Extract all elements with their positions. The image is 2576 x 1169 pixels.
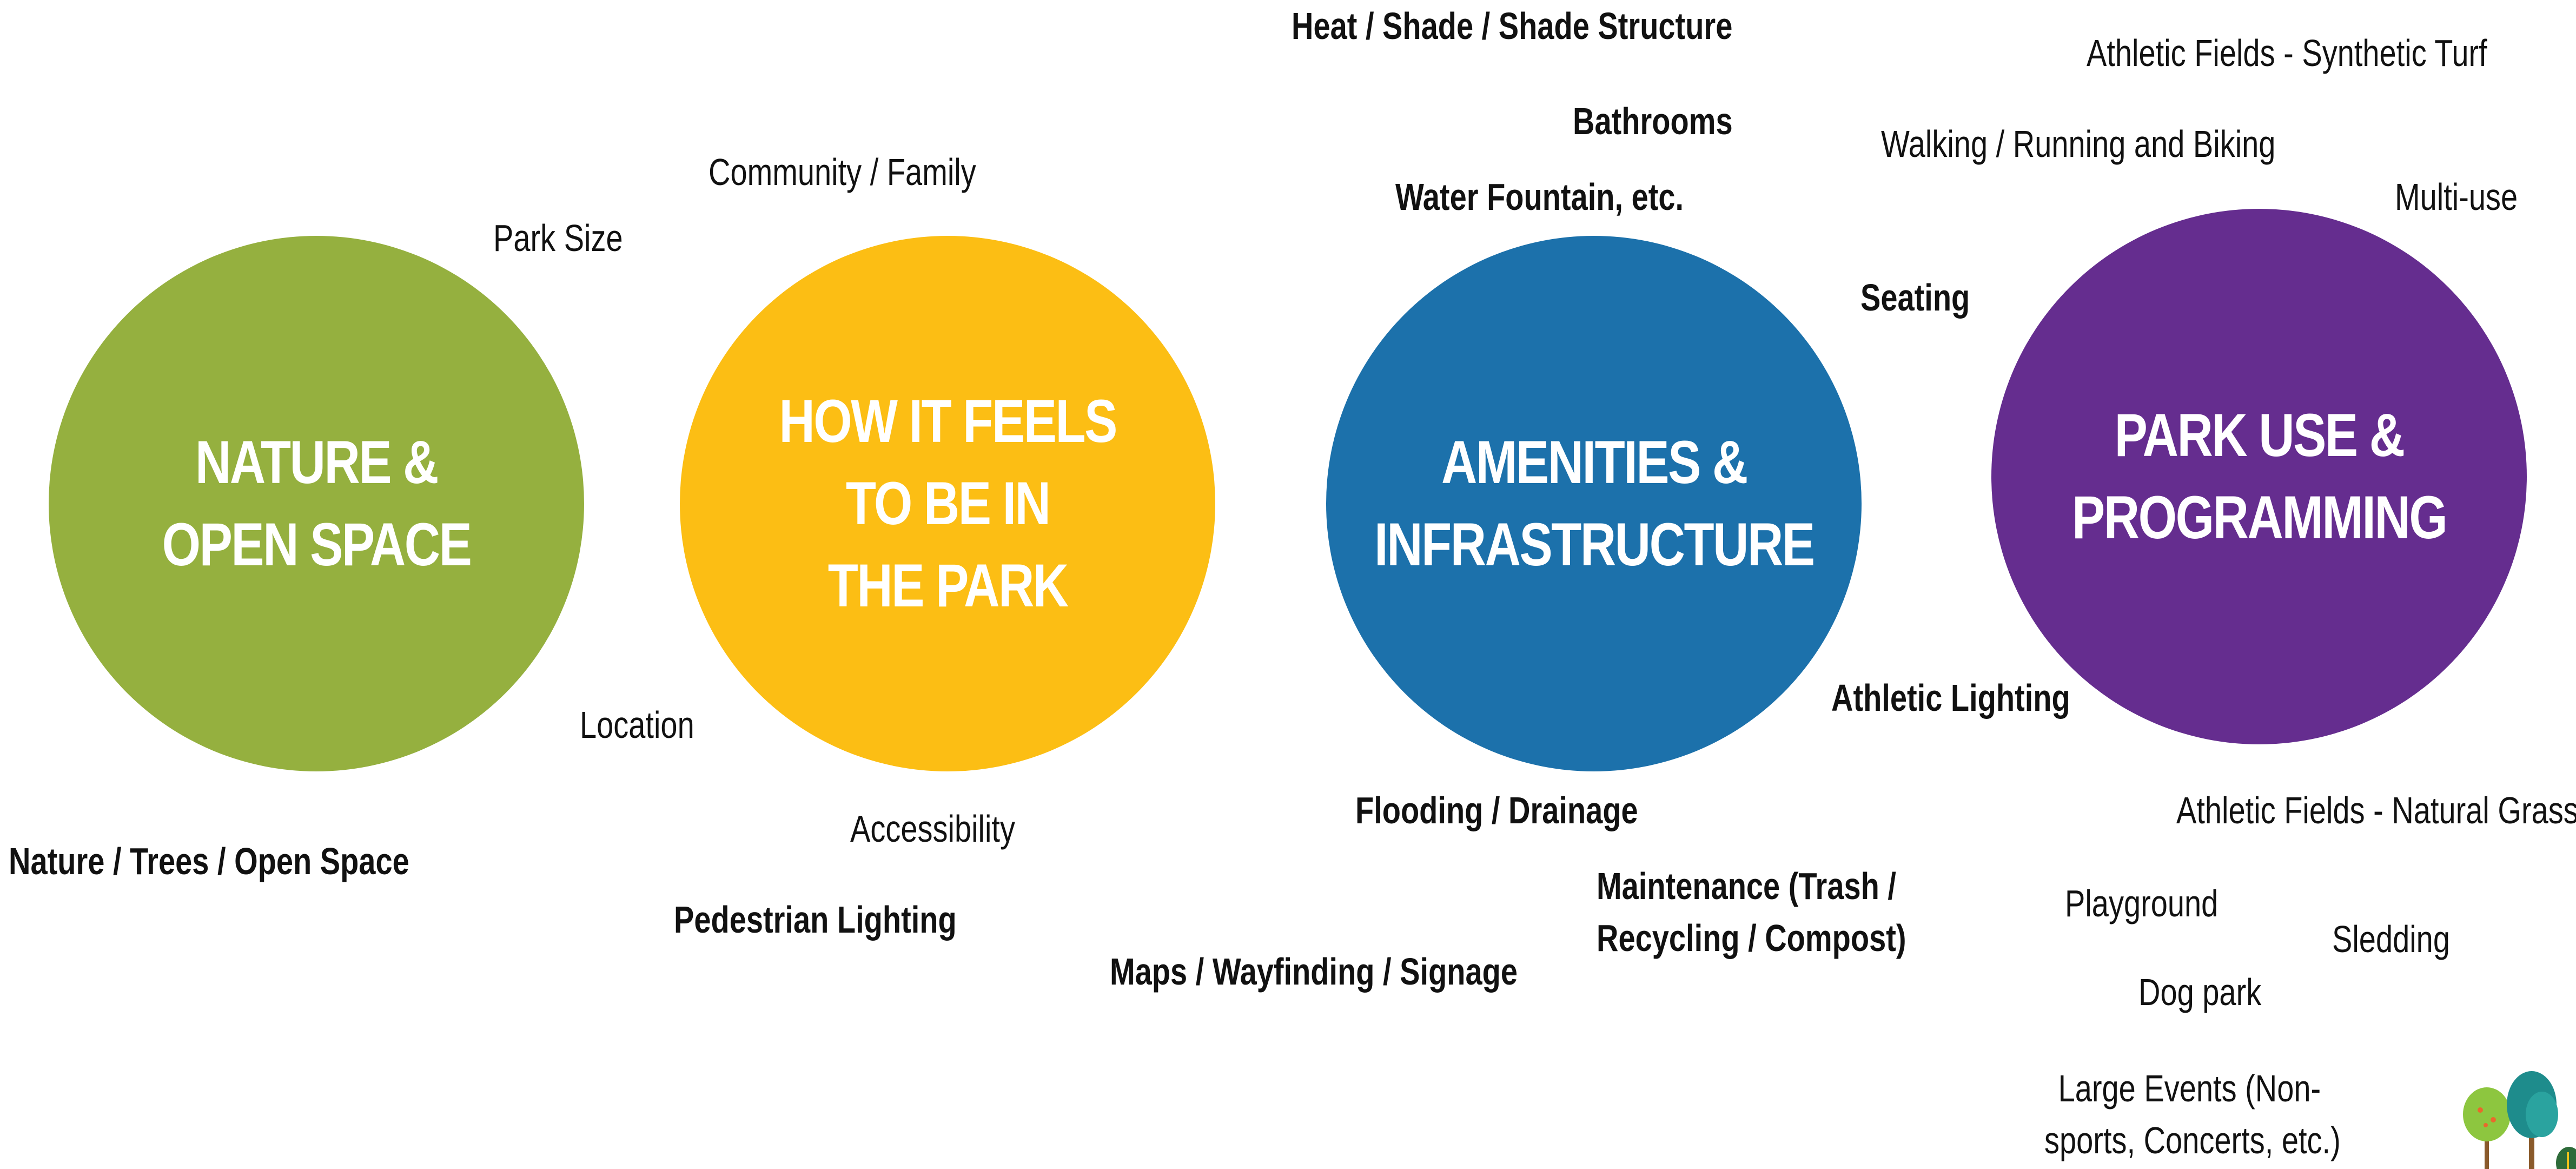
- feels-title-line-2: TO BE IN: [845, 470, 1051, 537]
- label-water-fountain: Water Fountain, etc.: [1395, 176, 1684, 218]
- label-large-events-line-1: Large Events (Non-: [2058, 1067, 2321, 1109]
- label-maps-wayfinding: Maps / Wayfinding / Signage: [1110, 950, 1518, 993]
- nature-open-space-title: NATURE & OPEN SPACE: [162, 421, 472, 586]
- programming-title-line-1: PARK USE &: [2114, 401, 2405, 469]
- label-bathrooms: Bathrooms: [1573, 100, 1733, 142]
- label-multi-use: Multi-use: [2395, 176, 2518, 218]
- tree-left: [2463, 1087, 2511, 1169]
- label-flooding-drainage: Flooding / Drainage: [1355, 789, 1638, 831]
- label-athletic-fields-turf: Athletic Fields - Synthetic Turf: [2087, 32, 2487, 74]
- label-athletic-fields-grass: Athletic Fields - Natural Grass: [2176, 789, 2576, 831]
- programming-title-line-2: PROGRAMMING: [2071, 484, 2448, 551]
- amenities-infrastructure-circle: AMENITIES & INFRASTRUCTURE: [1326, 236, 1862, 771]
- label-athletic-lighting: Athletic Lighting: [1831, 677, 2070, 719]
- label-large-events-line-2: sports, Concerts, etc.): [2044, 1119, 2341, 1161]
- label-location: Location: [580, 704, 694, 746]
- label-nature-trees-open-space: Nature / Trees / Open Space: [9, 840, 409, 882]
- label-maintenance-line-2: Recycling / Compost): [1597, 917, 1906, 959]
- how-it-feels-circle: HOW IT FEELS TO BE IN THE PARK: [680, 236, 1215, 771]
- bush: [2556, 1147, 2576, 1169]
- label-accessibility: Accessibility: [850, 808, 1015, 850]
- programming-title: PARK USE & PROGRAMMING: [2071, 394, 2448, 559]
- amenities-title-line-1: AMENITIES &: [1441, 428, 1748, 496]
- label-park-size: Park Size: [493, 217, 623, 259]
- label-seating: Seating: [1860, 276, 1970, 319]
- label-large-events: Large Events (Non- sports, Concerts, etc…: [2044, 1062, 2341, 1166]
- label-maintenance-line-1: Maintenance (Trash /: [1597, 865, 1896, 907]
- how-it-feels-title: HOW IT FEELS TO BE IN THE PARK: [779, 380, 1117, 627]
- label-dog-park: Dog park: [2138, 971, 2262, 1013]
- amenities-title-line-2: INFRASTRUCTURE: [1374, 511, 1815, 578]
- label-sledding: Sledding: [2332, 918, 2450, 960]
- nature-title-line-1: NATURE &: [195, 428, 439, 496]
- park-use-programming-circle: PARK USE & PROGRAMMING: [1991, 209, 2527, 744]
- label-community-family: Community / Family: [708, 151, 976, 193]
- trees-illustration: [2463, 1071, 2576, 1169]
- label-playground: Playground: [2065, 882, 2219, 924]
- tree-right: [2507, 1071, 2558, 1169]
- amenities-title: AMENITIES & INFRASTRUCTURE: [1374, 421, 1815, 586]
- feels-title-line-3: THE PARK: [827, 552, 1069, 619]
- feels-title-line-1: HOW IT FEELS: [779, 387, 1117, 455]
- nature-title-line-2: OPEN SPACE: [162, 511, 472, 578]
- label-pedestrian-lighting: Pedestrian Lighting: [674, 899, 957, 941]
- label-maintenance: Maintenance (Trash / Recycling / Compost…: [1597, 860, 1906, 964]
- nature-open-space-circle: NATURE & OPEN SPACE: [49, 236, 584, 771]
- label-heat-shade: Heat / Shade / Shade Structure: [1292, 5, 1733, 47]
- label-walking-running-biking: Walking / Running and Biking: [1881, 123, 2276, 165]
